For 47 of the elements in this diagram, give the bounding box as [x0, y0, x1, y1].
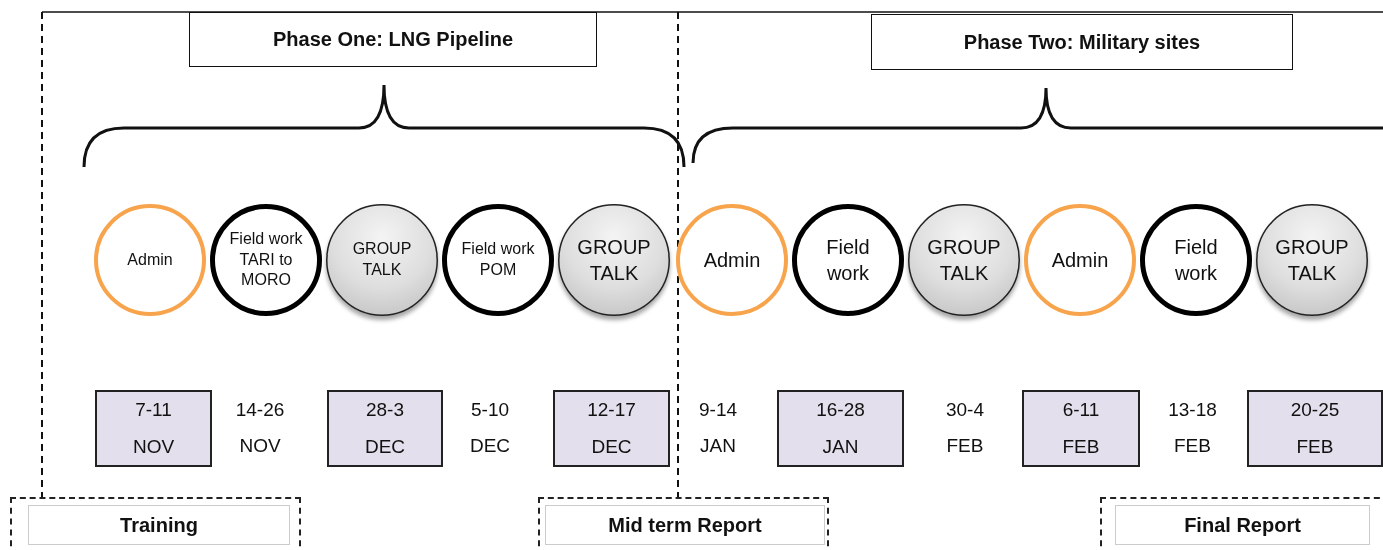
date-label: 30-4 FEB [945, 398, 985, 459]
circle-label: Admin [126, 249, 174, 270]
circle-label: Field work TARI to MORO [228, 228, 304, 291]
date-box [95, 390, 212, 467]
milestone-label: Final Report [1184, 513, 1301, 537]
admin-circle [1024, 204, 1136, 316]
group-talk-circle [1256, 204, 1368, 316]
circle-label: Admin [1050, 248, 1110, 273]
circle-label: Field work [1173, 235, 1219, 286]
fieldwork-circle [442, 204, 554, 316]
fieldwork-circle [1140, 204, 1252, 316]
date-text: 12-17 DEC [586, 398, 637, 459]
date-text: 16-28 JAN [815, 398, 866, 459]
date-text: 20-25 FEB [1289, 398, 1341, 459]
date-label: 13-18 FEB [1167, 398, 1218, 459]
admin-circle [676, 204, 788, 316]
date-text: 7-11 NOV [131, 398, 176, 459]
date-label: 14-26 NOV [234, 398, 286, 459]
date-label: 9-14 JAN [698, 398, 738, 459]
date-box [1247, 390, 1383, 467]
admin-circle [94, 204, 206, 316]
milestone-label: Mid term Report [608, 513, 762, 537]
date-text: 6-11 FEB [1061, 398, 1101, 459]
report-milestone-box [538, 497, 829, 550]
circle-label: GROUP TALK [351, 239, 413, 280]
group-talk-circle [326, 204, 438, 316]
fieldwork-circle [792, 204, 904, 316]
report-milestone-box [10, 497, 301, 550]
circle-label: GROUP TALK [926, 235, 1002, 286]
date-text: 28-3 DEC [363, 398, 407, 459]
fieldwork-circle [210, 204, 322, 316]
phase-title-box: Phase One: LNG Pipeline [189, 12, 597, 67]
circle-label: GROUP TALK [1274, 235, 1350, 286]
date-label: 5-10 DEC [468, 398, 512, 459]
milestone-label: Training [120, 513, 198, 537]
circle-label: GROUP TALK [576, 235, 652, 286]
date-box [327, 390, 443, 467]
group-talk-circle [908, 204, 1020, 316]
circle-label: Admin [702, 248, 762, 273]
group-talk-circle [558, 204, 670, 316]
report-milestone-box [1100, 497, 1383, 550]
phase-title-box: Phase Two: Military sites [871, 14, 1293, 70]
circle-label: Field work [825, 235, 871, 286]
date-box [777, 390, 904, 467]
date-box [1022, 390, 1140, 467]
circle-label: Field work POM [460, 239, 536, 280]
date-box [553, 390, 670, 467]
